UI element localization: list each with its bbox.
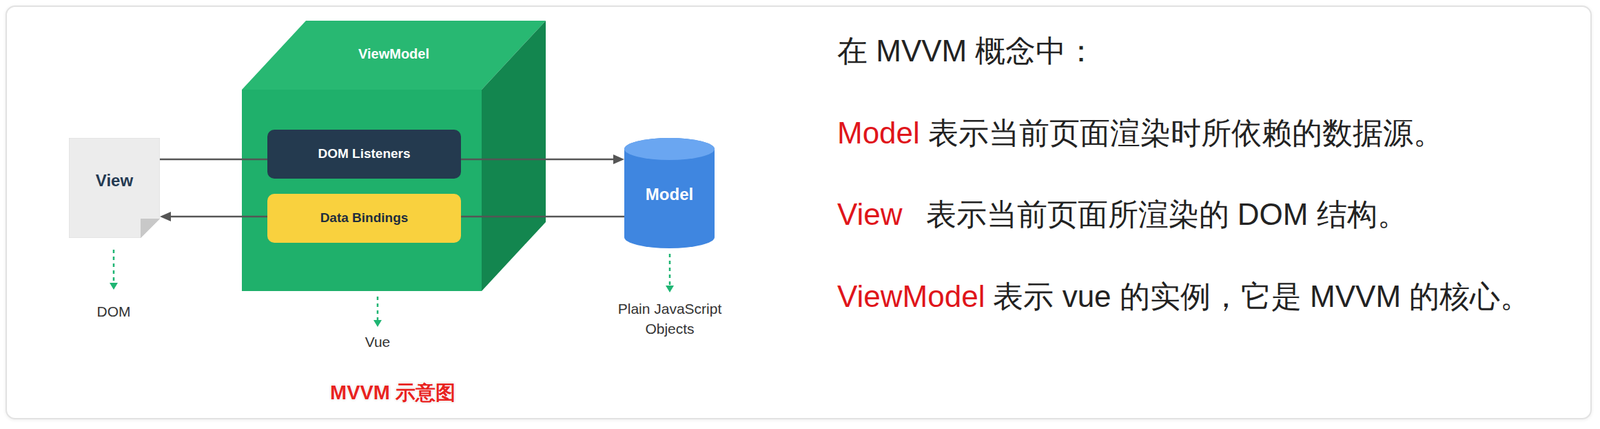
term-label: Model	[837, 111, 920, 155]
arrowhead	[109, 282, 118, 290]
explanation-text: 表示当前页面所渲染的 DOM 结构。	[926, 192, 1408, 236]
connector-arrow	[460, 216, 625, 218]
data-bindings-box: Data Bindings	[267, 193, 461, 243]
connector-line	[460, 158, 614, 161]
viewmodel-cube: ViewModelDOM ListenersData Bindings	[241, 20, 546, 291]
model-cylinder: Model	[624, 137, 715, 249]
arrowhead	[613, 154, 625, 164]
explanation-text: 表示当前页面渲染时所依赖的数据源。	[928, 111, 1444, 155]
connector-line	[159, 158, 268, 161]
dashed-line	[669, 253, 672, 286]
label-holder: 在 MVVM 概念中：	[837, 29, 1097, 73]
cube-front	[241, 89, 482, 291]
explanation-text: 表示 vue 的实例，它是 MVVM 的核心。	[992, 274, 1531, 318]
label-holder: Model	[837, 111, 920, 155]
connector-line	[170, 215, 268, 218]
label-holder: 表示 vue 的实例，它是 MVVM 的核心。	[992, 274, 1531, 318]
pointer-label: DOM	[97, 301, 131, 322]
label-holder: ViewModel	[837, 274, 985, 318]
label-holder: Plain JavaScript Objects	[600, 298, 739, 340]
dashed-line	[376, 296, 379, 320]
label-holder: 表示当前页面渲染时所依赖的数据源。	[928, 111, 1444, 155]
term-label: View	[837, 192, 903, 236]
label-holder: 表示当前页面所渲染的 DOM 结构。	[926, 192, 1408, 236]
label-holder: View	[837, 192, 903, 236]
connector-arrow	[159, 159, 268, 160]
node-label: Data Bindings	[320, 210, 409, 227]
pointer-label: Plain JavaScript Objects	[600, 298, 739, 340]
explanation-text: 在 MVVM 概念中：	[837, 29, 1097, 73]
arrowhead	[373, 319, 382, 327]
page-sheet	[68, 137, 160, 238]
pointer-label: Vue	[365, 331, 391, 352]
term-label: ViewModel	[837, 274, 985, 318]
arrowhead	[159, 211, 171, 222]
node-label: View	[95, 170, 133, 191]
view-page: View	[68, 137, 160, 238]
cylinder-top	[624, 137, 715, 160]
node-label: Model	[645, 184, 694, 205]
label-holder: Vue	[365, 331, 391, 352]
node-label: ViewModel	[358, 45, 430, 63]
node-label: DOM Listeners	[317, 146, 410, 162]
label-holder: DOM	[97, 301, 131, 322]
arrowhead	[665, 285, 674, 293]
cube-right	[481, 20, 546, 291]
figure-caption: MVVM 示意图	[330, 378, 456, 407]
cylinder-body	[624, 137, 715, 249]
caption-holder: MVVM 示意图	[330, 378, 456, 407]
dashed-line	[113, 249, 116, 283]
page-fold	[140, 218, 160, 238]
dom-listeners-box: DOM Listeners	[267, 129, 461, 179]
connector-line	[460, 215, 625, 218]
